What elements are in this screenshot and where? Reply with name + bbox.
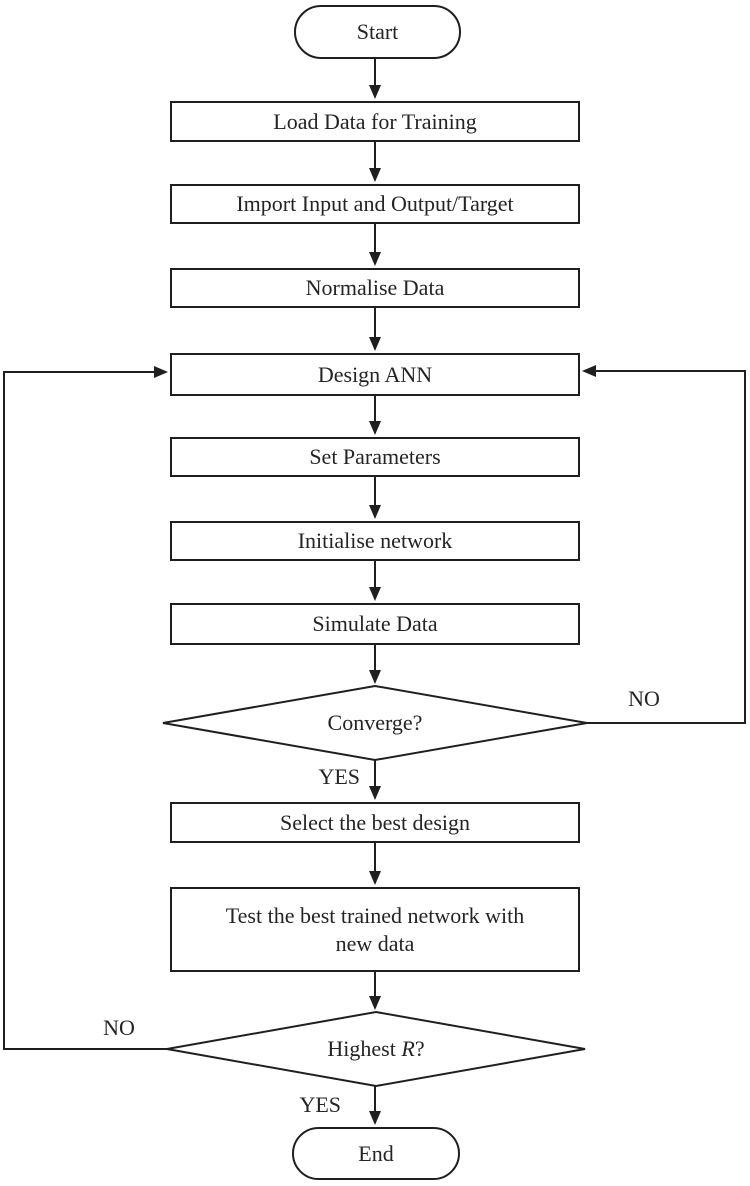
edge-label-converge-yes: YES [318,764,360,789]
decision-converge-label: Converge? [327,710,423,735]
decision-highest-r-label: Highest R? [327,1036,425,1061]
node-end-label: End [358,1140,394,1166]
node-end: End [292,1127,460,1180]
node-normalise-data: Normalise Data [170,268,580,308]
node-select-best-design: Select the best design [170,802,580,843]
edge-label-highest-r-no: NO [103,1015,135,1040]
node-set-parameters-label: Set Parameters [309,444,441,470]
node-simulate-data: Simulate Data [170,603,580,645]
node-set-parameters: Set Parameters [170,437,580,477]
node-load-data-label: Load Data for Training [273,108,477,134]
node-start-label: Start [356,19,399,45]
edge-label-highest-r-yes: YES [299,1092,341,1117]
node-start: Start [294,5,461,59]
node-design-ann: Design ANN [170,353,580,396]
node-select-best-design-label: Select the best design [279,809,470,835]
node-import-input-output: Import Input and Output/Target [170,184,580,224]
highest-r-variable: R [401,1036,415,1061]
node-initialise-network: Initialise network [170,521,580,561]
node-normalise-data-label: Normalise Data [305,275,445,301]
decision-highest-r-shape [166,1010,586,1088]
node-simulate-data-label: Simulate Data [312,611,438,637]
decision-converge: Converge? [163,686,587,760]
node-initialise-network-label: Initialise network [297,528,453,554]
edge-highest-r-no-loop [3,366,168,1050]
node-test-network-label: Test the best trained network with new d… [225,903,525,956]
edge-converge-no-loop [582,365,746,724]
node-load-data: Load Data for Training [170,101,580,142]
node-test-network: Test the best trained network with new d… [170,887,580,972]
node-import-input-output-label: Import Input and Output/Target [236,191,514,217]
decision-converge-shape [162,684,588,762]
decision-highest-r: Highest R? [167,1012,585,1086]
node-design-ann-label: Design ANN [317,361,433,387]
edge-label-converge-no: NO [628,686,660,711]
